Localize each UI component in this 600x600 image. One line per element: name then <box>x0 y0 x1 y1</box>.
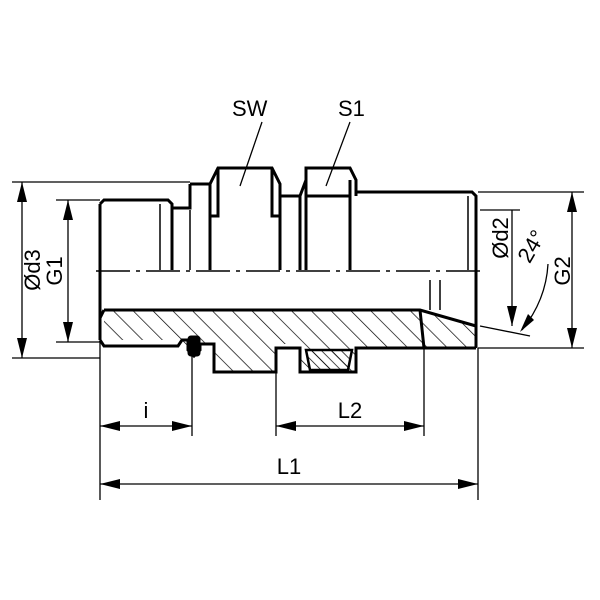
label-angle: 24° <box>512 226 550 267</box>
dim-i <box>99 342 193 500</box>
dim-d2 <box>479 209 531 337</box>
dim-g1 <box>56 199 100 343</box>
label-s1: S1 <box>338 96 365 121</box>
leader-lines <box>239 121 351 187</box>
label-l1: L1 <box>277 454 301 479</box>
label-sw: SW <box>232 96 268 121</box>
fitting-outline <box>98 166 478 348</box>
label-i: i <box>144 398 149 423</box>
label-g1: G1 <box>42 256 67 285</box>
section-view <box>98 308 477 374</box>
dim-l2 <box>275 348 425 436</box>
dim-l1 <box>100 348 479 500</box>
label-l2: L2 <box>338 398 362 423</box>
dim-g2 <box>478 191 584 349</box>
label-d2: Ød2 <box>488 217 513 259</box>
dim-angle <box>520 263 549 332</box>
label-d3: Ød3 <box>20 249 45 291</box>
label-g2: G2 <box>550 256 575 285</box>
dim-d3 <box>12 181 190 359</box>
